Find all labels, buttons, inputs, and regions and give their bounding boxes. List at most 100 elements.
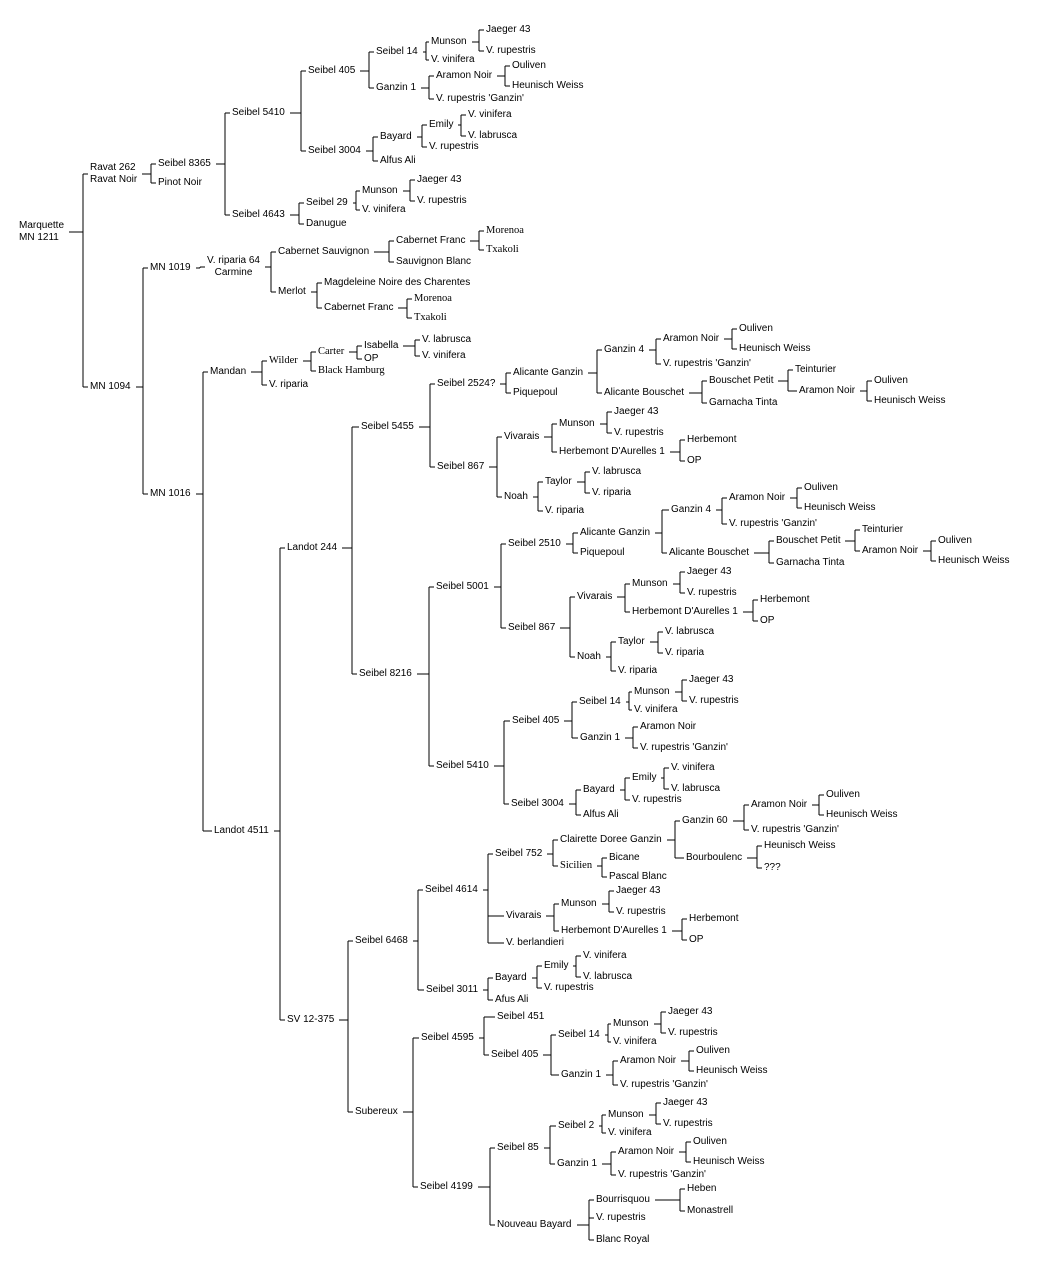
node-bouschet-petit: Bouschet Petit	[709, 375, 774, 386]
node-mn-1094: MN 1094	[90, 381, 131, 392]
node-jaeger-43: Jaeger 43	[486, 24, 531, 35]
node-munson: Munson	[431, 36, 467, 47]
node-v-riparia: V. riparia	[592, 487, 632, 498]
node-bourrisquou: Bourrisquou	[596, 1194, 650, 1205]
node-jaeger-43: Jaeger 43	[614, 406, 659, 417]
node-seibel-867: Seibel 867	[508, 622, 556, 633]
node-bayard: Bayard	[583, 784, 615, 795]
node-heunisch-weiss: Heunisch Weiss	[874, 395, 946, 406]
node-heunisch-weiss: Heunisch Weiss	[739, 343, 811, 354]
node-alfus-ali: Alfus Ali	[583, 809, 619, 820]
node-cabernet-franc: Cabernet Franc	[324, 302, 394, 313]
node-v-labrusca: V. labrusca	[468, 130, 518, 141]
node-ouliven: Ouliven	[696, 1045, 730, 1056]
node-seibel-2: Seibel 2	[558, 1120, 595, 1131]
node-bouschet-petit: Bouschet Petit	[776, 535, 841, 546]
node-magdeleine-noire-des-charentes: Magdeleine Noire des Charentes	[324, 277, 471, 288]
node-afus-ali: Afus Ali	[495, 994, 529, 1005]
node-herbemont: Herbemont	[760, 594, 810, 605]
node-txakoli: Txakoli	[414, 312, 447, 323]
node-v-labrusca: V. labrusca	[592, 466, 642, 477]
node-ouliven: Ouliven	[739, 323, 773, 334]
node-v-rupestris: V. rupestris	[616, 906, 666, 917]
node-aramon-noir: Aramon Noir	[729, 492, 786, 503]
node-v-rupestris: V. rupestris	[687, 587, 737, 598]
node-taylor: Taylor	[545, 476, 572, 487]
node-taylor: Taylor	[618, 636, 645, 647]
node-ganzin-1: Ganzin 1	[557, 1158, 598, 1169]
node-v-labrusca: V. labrusca	[665, 626, 715, 637]
node-munson: Munson	[613, 1018, 649, 1029]
node-seibel-4643: Seibel 4643	[232, 209, 285, 220]
node-merlot: Merlot	[278, 286, 306, 297]
node-herbemont-d-aurelles-1: Herbemont D'Aurelles 1	[561, 925, 667, 936]
node-v-rupestris-ganzin: V. rupestris 'Ganzin'	[618, 1169, 706, 1180]
node-bayard: Bayard	[380, 131, 412, 142]
node-v-rupestris: V. rupestris	[668, 1027, 718, 1038]
node-jaeger-43: Jaeger 43	[668, 1006, 713, 1017]
node-alicante-ganzin: Alicante Ganzin	[513, 367, 584, 378]
node-herbemont-d-aurelles-1: Herbemont D'Aurelles 1	[559, 446, 665, 457]
node-noah: Noah	[577, 651, 601, 662]
node-v-berlandieri: V. berlandieri	[506, 937, 565, 948]
node-v-rupestris: V. rupestris	[417, 195, 467, 206]
node-alicante-bouschet: Alicante Bouschet	[604, 387, 685, 398]
node-nouveau-bayard: Nouveau Bayard	[497, 1219, 572, 1230]
node-alicante-ganzin: Alicante Ganzin	[580, 527, 651, 538]
node-pascal-blanc: Pascal Blanc	[609, 871, 667, 882]
node-jaeger-43: Jaeger 43	[417, 174, 462, 185]
node-ganzin-1: Ganzin 1	[580, 732, 621, 743]
node-heben: Heben	[687, 1183, 717, 1194]
node-wilder: Wilder	[269, 355, 298, 366]
node-morenoa: Morenoa	[414, 293, 452, 304]
node-txakoli: Txakoli	[486, 244, 519, 255]
node-sauvignon-blanc: Sauvignon Blanc	[396, 256, 472, 267]
node-aramon-noir: Aramon Noir	[799, 385, 856, 396]
node-alicante-bouschet: Alicante Bouschet	[669, 547, 750, 558]
node-seibel-5001: Seibel 5001	[436, 581, 489, 592]
node-landot-244: Landot 244	[287, 542, 338, 553]
node-munson: Munson	[632, 578, 668, 589]
node-seibel-14: Seibel 14	[558, 1029, 600, 1040]
node-ganzin-60: Ganzin 60	[682, 815, 728, 826]
node-munson: Munson	[362, 185, 398, 196]
node-jaeger-43: Jaeger 43	[689, 674, 734, 685]
node-vivarais: Vivarais	[577, 591, 613, 602]
node-op: OP	[689, 934, 704, 945]
node-aramon-noir: Aramon Noir	[618, 1146, 675, 1157]
node-morenoa: Morenoa	[486, 225, 524, 236]
node-aramon-noir: Aramon Noir	[862, 545, 919, 556]
node-bourboulenc: Bourboulenc	[686, 852, 743, 863]
node-v-labrusca: V. labrusca	[422, 334, 472, 345]
node-sv-12-375: SV 12-375	[287, 1014, 335, 1025]
node-danugue: Danugue	[306, 218, 347, 229]
node-v-rupestris: V. rupestris	[486, 45, 536, 56]
node-jaeger-43: Jaeger 43	[616, 885, 661, 896]
node-seibel-5410: Seibel 5410	[436, 760, 489, 771]
node-seibel-8216: Seibel 8216	[359, 668, 412, 679]
node-ouliven: Ouliven	[826, 789, 860, 800]
node-sicilien: Sicilien	[560, 860, 593, 871]
node-v-riparia: V. riparia	[269, 379, 309, 390]
node-aramon-noir: Aramon Noir	[751, 799, 808, 810]
node-black-hamburg: Black Hamburg	[318, 365, 385, 376]
node-seibel-5410: Seibel 5410	[232, 107, 285, 118]
node-v-vinifera: V. vinifera	[468, 109, 512, 120]
node-seibel-405: Seibel 405	[512, 715, 560, 726]
node-v-vinifera: V. vinifera	[634, 704, 678, 715]
node-teinturier: Teinturier	[795, 364, 837, 375]
node-noah: Noah	[504, 491, 528, 502]
node-seibel-85: Seibel 85	[497, 1142, 539, 1153]
node-v-rupestris-ganzin: V. rupestris 'Ganzin'	[436, 93, 524, 104]
node-v-rupestris-ganzin: V. rupestris 'Ganzin'	[729, 518, 817, 529]
node-munson: Munson	[559, 418, 595, 429]
node-teinturier: Teinturier	[862, 524, 904, 535]
node-v-labrusca: V. labrusca	[583, 971, 633, 982]
node-cabernet-sauvignon: Cabernet Sauvignon	[278, 246, 370, 257]
node-bicane: Bicane	[609, 852, 640, 863]
node-seibel-29: Seibel 29	[306, 197, 348, 208]
node-v-labrusca: V. labrusca	[671, 783, 721, 794]
